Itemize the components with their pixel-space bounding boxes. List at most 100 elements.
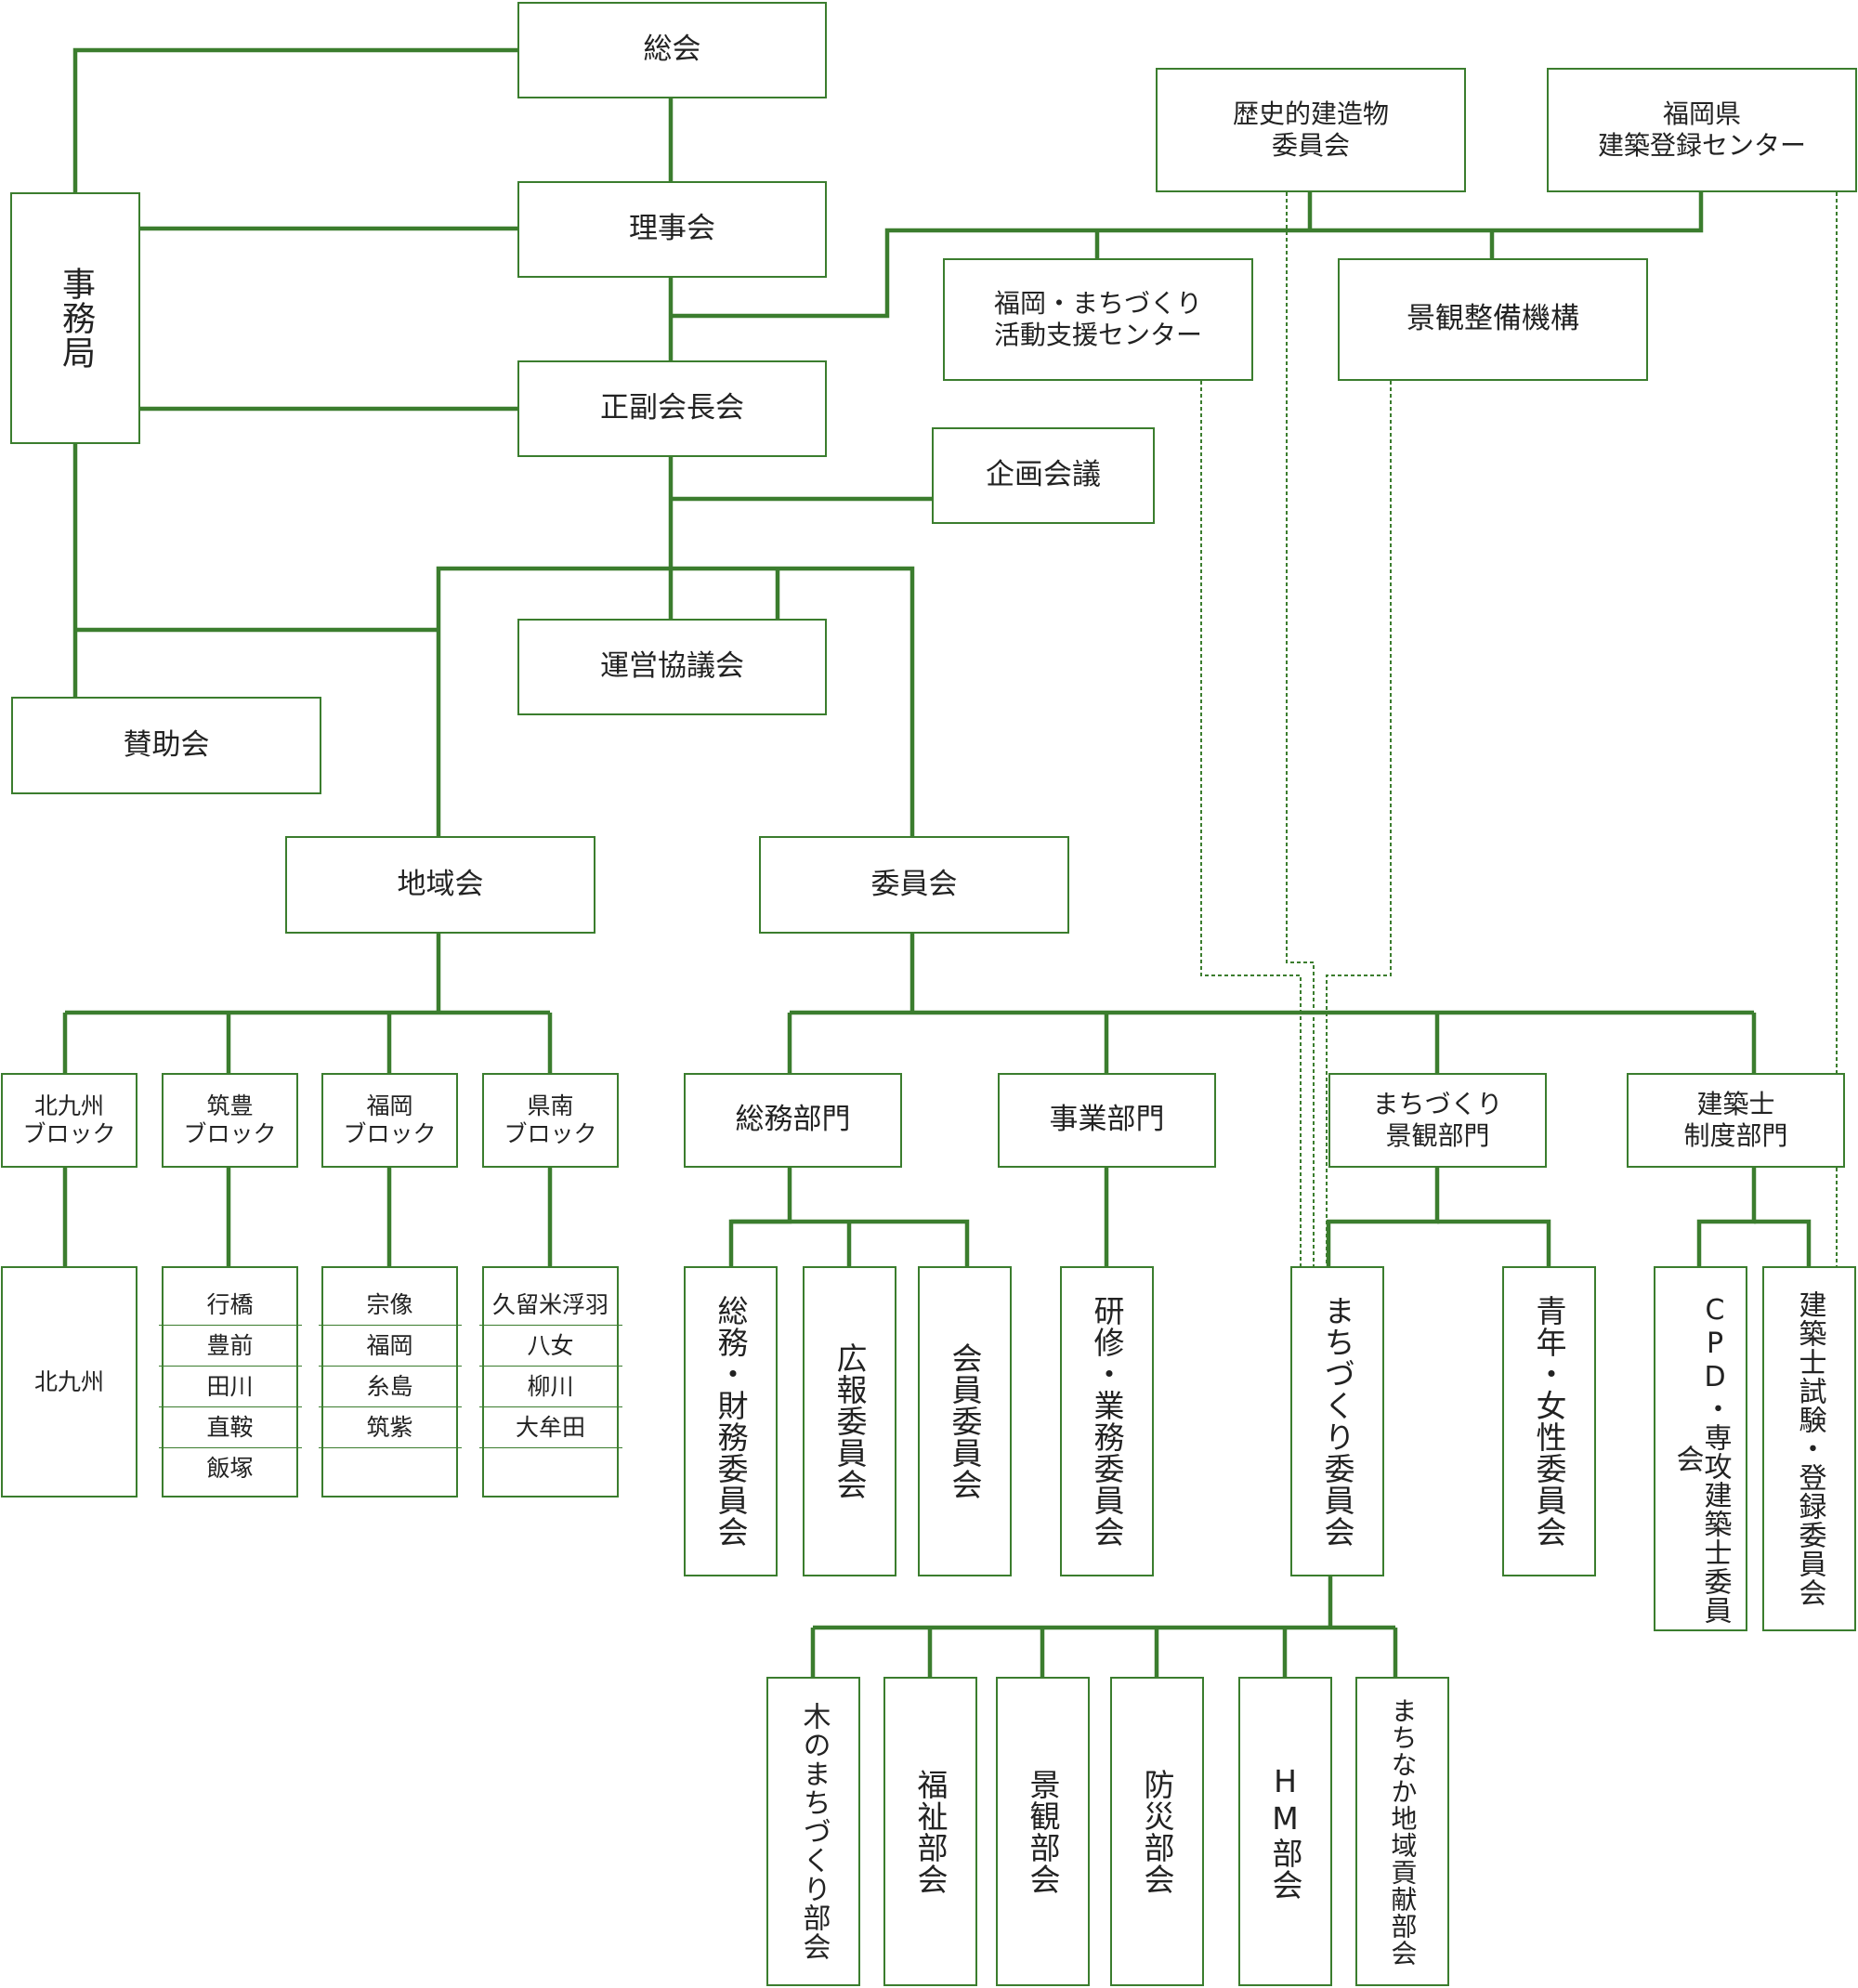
- list-kitakyushu-item: 北九州: [33, 1367, 104, 1395]
- list-kennan: 久留米浮羽 八女 柳川 大牟田: [478, 1266, 622, 1498]
- node-kenshu-label: 研修・業務委員会: [1089, 1295, 1125, 1548]
- list-fukuoka-item: 宗像: [318, 1285, 462, 1326]
- node-somu-bumon[interactable]: 総務部門: [684, 1073, 902, 1168]
- node-jigyo-bumon-label: 事業部門: [1049, 1103, 1165, 1137]
- node-keikan-kiko[interactable]: 景観整備機構: [1338, 258, 1648, 381]
- line-jimukyoku-top: [72, 47, 517, 192]
- node-machinaka-bukai[interactable]: まちなか地域貢献部会: [1355, 1677, 1449, 1986]
- list-kennan-item: 柳川: [478, 1367, 622, 1407]
- node-sokai-label: 総会: [643, 33, 701, 67]
- node-chiikikai-label: 地域会: [397, 867, 484, 901]
- dashed-rekishi: [1286, 192, 1315, 1266]
- node-jimukyoku-label: 事務局: [57, 267, 95, 370]
- line-somu-bar: [731, 1219, 970, 1266]
- node-kitakyushu-block-label: 北九州 ブロック: [22, 1092, 116, 1147]
- node-cpd[interactable]: CPD・専攻建築士委員会: [1654, 1266, 1747, 1631]
- node-seinen-label: 青年・女性委員会: [1531, 1295, 1567, 1548]
- line-right-upper: [671, 192, 1704, 319]
- list-fukuoka-item: 筑紫: [318, 1407, 462, 1448]
- line-machi-bumon: [1326, 1168, 1440, 1266]
- node-unei[interactable]: 運営協議会: [517, 619, 827, 715]
- node-chikuho-block-label: 筑豊 ブロック: [183, 1092, 277, 1147]
- node-koho[interactable]: 広報委員会: [803, 1266, 896, 1576]
- list-kennan-item: 八女: [478, 1326, 622, 1367]
- node-kenchikushi-bumon[interactable]: 建築士 制度部門: [1627, 1073, 1845, 1168]
- line-kenchikushi-r: [1754, 1219, 1812, 1266]
- node-jigyo-bumon[interactable]: 事業部門: [998, 1073, 1216, 1168]
- line-machi-bumon-r: [1437, 1219, 1551, 1266]
- list-chikuho-item: 直鞍: [158, 1407, 302, 1448]
- node-machizukuri-bumon-label: まちづくり 景観部門: [1372, 1089, 1503, 1151]
- node-fukuoka-block-label: 福岡 ブロック: [343, 1092, 437, 1147]
- node-koho-label: 広報委員会: [831, 1342, 868, 1500]
- node-kenchikushi-bumon-label: 建築士 制度部門: [1683, 1089, 1788, 1151]
- list-fukuoka-item: 糸島: [318, 1367, 462, 1407]
- node-toroku-center[interactable]: 福岡県 建築登録センター: [1547, 68, 1857, 192]
- node-sanjokai[interactable]: 賛助会: [11, 697, 321, 794]
- list-kitakyushu: 北九州: [1, 1266, 137, 1498]
- node-seifuku-label: 正副会長会: [600, 391, 744, 425]
- node-iinkai[interactable]: 委員会: [759, 836, 1069, 934]
- node-kennan-block[interactable]: 県南 ブロック: [482, 1073, 619, 1168]
- node-sokai[interactable]: 総会: [517, 2, 827, 98]
- node-fukushi-bukai[interactable]: 福祉部会: [883, 1677, 977, 1986]
- node-machizukuri-center[interactable]: 福岡・まちづくり 活動支援センター: [943, 258, 1253, 381]
- node-somu-zaimu[interactable]: 総務・財務委員会: [684, 1266, 778, 1576]
- dashed-machi-center: [1200, 381, 1302, 1266]
- node-keikan-kiko-label: 景観整備機構: [1407, 302, 1579, 336]
- list-chikuho-item: 飯塚: [206, 1455, 254, 1482]
- node-ki-bukai-label: 木のまちづくり部会: [797, 1702, 831, 1961]
- node-machizukuri-center-label: 福岡・まちづくり 活動支援センター: [993, 288, 1202, 350]
- node-kaiin[interactable]: 会員委員会: [918, 1266, 1012, 1576]
- node-seifuku[interactable]: 正副会長会: [517, 360, 827, 457]
- node-ki-bukai[interactable]: 木のまちづくり部会: [766, 1677, 860, 1986]
- node-hm-bukai-label: HM部会: [1267, 1762, 1303, 1901]
- node-bosai-bukai[interactable]: 防災部会: [1110, 1677, 1204, 1986]
- node-shiken[interactable]: 建築士試験・登録委員会: [1762, 1266, 1856, 1631]
- list-kennan-item: 久留米浮羽: [478, 1285, 622, 1326]
- node-keikan-bukai-label: 景観部会: [1025, 1768, 1061, 1895]
- list-kennan-item: 大牟田: [478, 1407, 622, 1448]
- node-bosai-bukai-label: 防災部会: [1139, 1768, 1175, 1895]
- node-rekishi-label: 歴史的建造物 委員会: [1232, 98, 1389, 161]
- node-rekishi[interactable]: 歴史的建造物 委員会: [1156, 68, 1466, 192]
- node-kikaku[interactable]: 企画会議: [932, 427, 1155, 524]
- node-jimukyoku[interactable]: 事務局: [10, 192, 140, 444]
- node-rijikai[interactable]: 理事会: [517, 181, 827, 278]
- node-machizukuri-iinkai[interactable]: まちづくり委員会: [1290, 1266, 1384, 1576]
- node-hm-bukai[interactable]: HM部会: [1238, 1677, 1332, 1986]
- list-chikuho-item: 豊前: [158, 1326, 302, 1367]
- node-kitakyushu-block[interactable]: 北九州 ブロック: [1, 1073, 137, 1168]
- node-toroku-center-label: 福岡県 建築登録センター: [1597, 98, 1806, 161]
- list-chikuho-item: 行橋: [158, 1285, 302, 1326]
- list-chikuho-item: 田川: [158, 1367, 302, 1407]
- node-unei-label: 運営協議会: [600, 649, 744, 684]
- list-chikuho: 行橋 豊前 田川 直鞍 飯塚: [158, 1266, 302, 1498]
- node-chiikikai[interactable]: 地域会: [285, 836, 595, 934]
- node-kikaku-label: 企画会議: [986, 458, 1101, 492]
- node-chikuho-block[interactable]: 筑豊 ブロック: [162, 1073, 298, 1168]
- node-fukuoka-block[interactable]: 福岡 ブロック: [321, 1073, 458, 1168]
- dashed-keikan-kiko: [1326, 381, 1392, 1266]
- node-kenshu[interactable]: 研修・業務委員会: [1060, 1266, 1154, 1576]
- line-somu: [728, 1168, 792, 1266]
- node-machinaka-bukai-label: まちなか地域貢献部会: [1387, 1696, 1419, 1967]
- node-kennan-block-label: 県南 ブロック: [504, 1092, 597, 1147]
- node-shiken-label: 建築士試験・登録委員会: [1793, 1290, 1826, 1607]
- node-machizukuri-bumon[interactable]: まちづくり 景観部門: [1328, 1073, 1547, 1168]
- node-seinen[interactable]: 青年・女性委員会: [1502, 1266, 1596, 1576]
- list-fukuoka-item: 福岡: [318, 1326, 462, 1367]
- node-machizukuri-iinkai-label: まちづくり委員会: [1319, 1295, 1355, 1548]
- node-rijikai-label: 理事会: [629, 212, 715, 246]
- node-keikan-bukai[interactable]: 景観部会: [996, 1677, 1090, 1986]
- node-sanjokai-label: 賛助会: [123, 727, 210, 762]
- node-cpd-label: CPD・専攻建築士委員会: [1670, 1293, 1732, 1625]
- node-somu-bumon-label: 総務部門: [735, 1103, 851, 1137]
- node-somu-zaimu-label: 総務・財務委員会: [713, 1295, 749, 1548]
- line-kenchikushi: [1696, 1168, 1757, 1266]
- node-iinkai-label: 委員会: [870, 867, 958, 901]
- node-kaiin-label: 会員委員会: [947, 1342, 983, 1500]
- node-fukushi-bukai-label: 福祉部会: [912, 1768, 949, 1895]
- list-fukuoka: 宗像 福岡 糸島 筑紫: [318, 1266, 462, 1498]
